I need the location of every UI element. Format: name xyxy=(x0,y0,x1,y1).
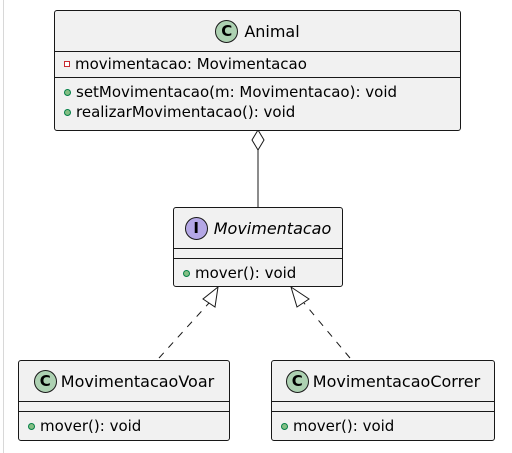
interface-badge-icon: I xyxy=(184,216,208,240)
class-voar-header: C MovimentacaoVoar xyxy=(19,361,229,401)
attributes-compartment: movimentacao: Movimentacao xyxy=(55,51,460,77)
class-name: MovimentacaoCorrer xyxy=(312,371,481,391)
public-visibility-icon xyxy=(28,422,35,430)
empty-fields-compartment xyxy=(19,401,229,411)
method-text: mover(): void xyxy=(293,417,395,435)
methods-compartment: mover(): void xyxy=(174,258,342,283)
realization-line-correr xyxy=(303,302,351,359)
method-row: mover(): void xyxy=(183,263,342,283)
methods-compartment: mover(): void xyxy=(19,411,229,436)
attribute-text: movimentacao: Movimentacao xyxy=(75,55,307,73)
frame-edge xyxy=(3,0,4,453)
realization-arrowhead-correr-icon xyxy=(290,285,310,308)
method-text: realizarMovimentacao(): void xyxy=(76,103,296,121)
class-badge-icon: C xyxy=(215,19,239,43)
methods-compartment: setMovimentacao(m: Movimentacao): void r… xyxy=(55,77,460,122)
interface-movimentacao-header: I Movimentacao xyxy=(174,208,342,248)
interface-movimentacao: I Movimentacao mover(): void xyxy=(173,207,343,287)
method-row: mover(): void xyxy=(28,416,229,436)
class-movimentacao-voar: C MovimentacaoVoar mover(): void xyxy=(18,360,230,441)
method-text: mover(): void xyxy=(195,264,297,282)
public-visibility-icon xyxy=(64,108,71,116)
private-visibility-icon xyxy=(64,61,70,67)
method-row: mover(): void xyxy=(281,416,494,436)
class-badge-icon: C xyxy=(33,369,57,393)
interface-name: Movimentacao xyxy=(213,218,332,238)
class-correr-header: C MovimentacaoCorrer xyxy=(272,361,494,401)
aggregation-diamond-icon xyxy=(251,129,265,151)
class-name: Animal xyxy=(244,21,300,41)
class-movimentacao-correr: C MovimentacaoCorrer mover(): void xyxy=(271,360,495,441)
method-text: setMovimentacao(m: Movimentacao): void xyxy=(76,83,398,101)
class-name: MovimentacaoVoar xyxy=(60,371,215,391)
method-text: mover(): void xyxy=(40,417,142,435)
realization-line-voar xyxy=(158,302,210,359)
method-row: setMovimentacao(m: Movimentacao): void xyxy=(64,82,460,102)
public-visibility-icon xyxy=(281,422,288,430)
empty-fields-compartment xyxy=(174,248,342,258)
empty-fields-compartment xyxy=(272,401,494,411)
class-animal-header: C Animal xyxy=(55,11,460,51)
class-badge-icon: C xyxy=(285,369,309,393)
public-visibility-icon xyxy=(183,269,190,277)
class-animal: C Animal movimentacao: Movimentacao setM… xyxy=(54,10,461,131)
public-visibility-icon xyxy=(64,88,71,96)
attribute-row: movimentacao: Movimentacao xyxy=(64,54,460,74)
methods-compartment: mover(): void xyxy=(272,411,494,436)
realization-arrowhead-voar-icon xyxy=(202,285,219,308)
method-row: realizarMovimentacao(): void xyxy=(64,102,460,122)
